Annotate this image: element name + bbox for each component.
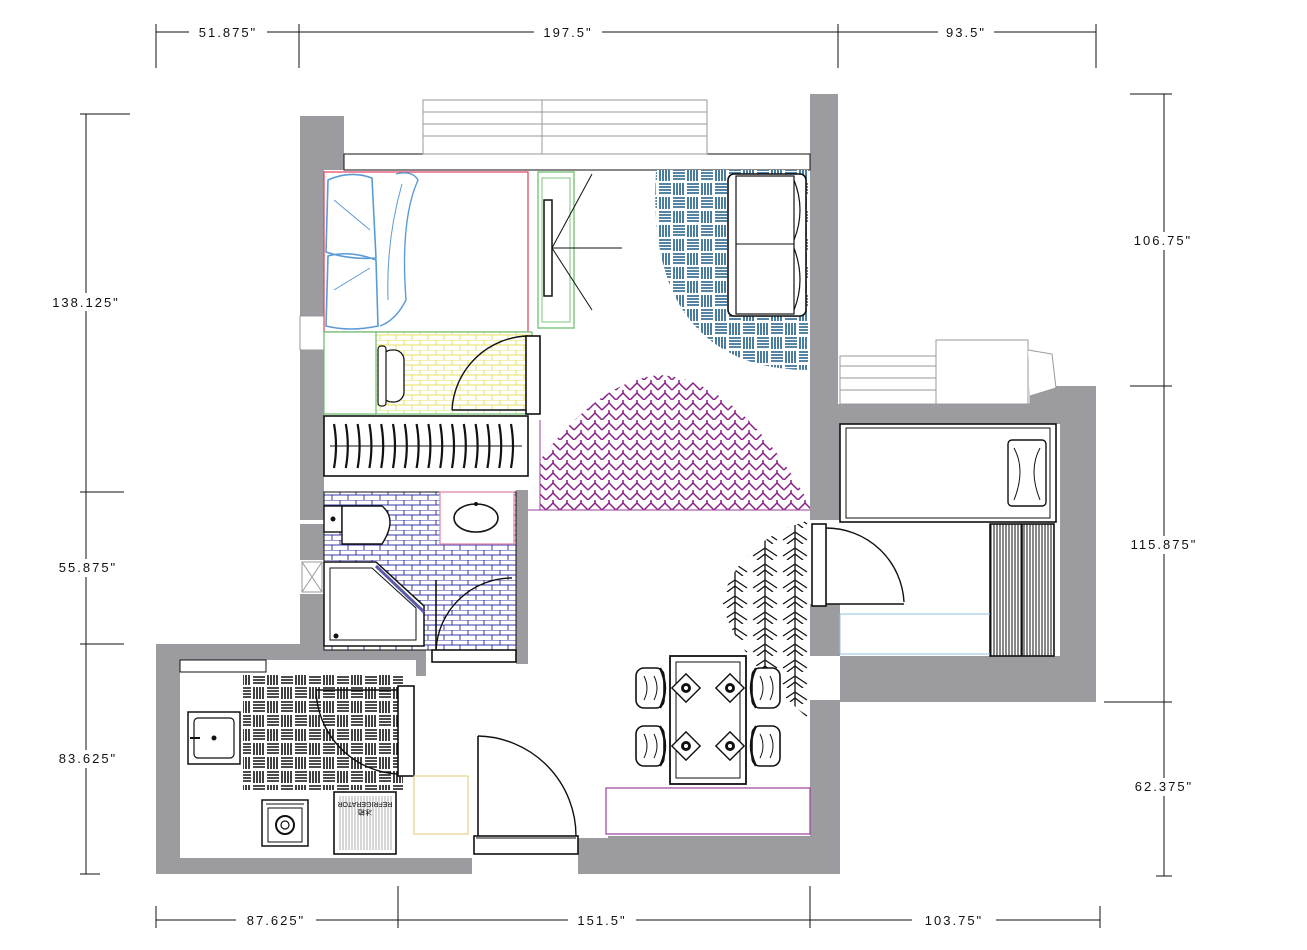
hanger xyxy=(439,423,444,469)
bathroom-door[interactable] xyxy=(431,577,517,663)
dimension-bottom: 87.625" 151.5" 103.75" xyxy=(155,886,1101,928)
hanger xyxy=(368,423,373,469)
toilet xyxy=(323,505,391,545)
hanger xyxy=(450,423,456,469)
dining-chair xyxy=(749,725,781,767)
kitchen-sink xyxy=(187,711,241,765)
refrigerator: REFRIGERATOR 冰箱 xyxy=(333,791,397,855)
dining-chair xyxy=(635,667,667,709)
hanger xyxy=(462,423,467,469)
dining-chair xyxy=(749,667,781,709)
refrigerator-label: REFRIGERATOR xyxy=(338,800,393,807)
hanger xyxy=(486,423,491,469)
wardrobe-second xyxy=(989,523,1055,657)
bed-master xyxy=(323,171,529,333)
dining-chair xyxy=(635,725,667,767)
hanger xyxy=(380,423,385,469)
sideboard xyxy=(605,787,811,835)
dim-right-1: 106.75" xyxy=(1134,233,1192,248)
entry-mat xyxy=(413,775,469,835)
hanger xyxy=(344,423,349,469)
dimension-left: 138.125" 55.875" 83.625" xyxy=(40,113,132,875)
placemat xyxy=(714,672,746,704)
tv-unit xyxy=(537,171,622,329)
hanger xyxy=(474,423,479,469)
dim-bottom-3: 103.75" xyxy=(925,913,983,928)
bedroom-door[interactable] xyxy=(451,335,541,415)
dim-top-1: 51.875" xyxy=(199,25,257,40)
hanger xyxy=(427,423,432,469)
dining-chairs xyxy=(635,667,781,767)
hanger xyxy=(415,423,420,469)
hanger xyxy=(509,423,515,469)
bedroom2-divider xyxy=(839,613,990,655)
hanger xyxy=(403,423,408,469)
dim-top-2: 197.5" xyxy=(543,25,592,40)
dim-left-1: 138.125" xyxy=(52,295,120,310)
balcony-top xyxy=(343,99,811,171)
kitchen-door[interactable] xyxy=(315,685,415,777)
dining-table xyxy=(669,655,747,785)
dim-bottom-2: 151.5" xyxy=(577,913,626,928)
rug-purple xyxy=(528,375,810,511)
placemat xyxy=(714,730,746,762)
study-desk-area xyxy=(323,331,533,415)
walls xyxy=(156,94,1096,874)
dim-right-3: 62.375" xyxy=(1135,779,1193,794)
stove xyxy=(261,799,309,847)
bed-second xyxy=(839,423,1057,523)
entrance-door[interactable] xyxy=(473,735,579,855)
hanger xyxy=(498,423,503,469)
sofa xyxy=(727,173,807,317)
dim-left-2: 55.875" xyxy=(59,560,117,575)
refrigerator-label-cjk: 冰箱 xyxy=(358,808,372,817)
dimension-right: 106.75" 115.875" 62.375" xyxy=(1104,93,1212,877)
hanger xyxy=(356,423,361,469)
shower-tray xyxy=(323,561,426,647)
wardrobe xyxy=(323,415,529,477)
placemat xyxy=(670,730,702,762)
dim-bottom-1: 87.625" xyxy=(247,913,305,928)
hanger xyxy=(391,423,397,469)
balcony-right xyxy=(839,339,1057,405)
dim-right-2: 115.875" xyxy=(1131,537,1198,552)
hanger xyxy=(332,423,338,469)
dim-top-3: 93.5" xyxy=(946,25,986,40)
placemat xyxy=(670,672,702,704)
dim-left-3: 83.625" xyxy=(59,751,117,766)
dimension-top: 51.875" 197.5" 93.5" xyxy=(155,24,1097,68)
bedroom2-door[interactable] xyxy=(811,523,905,607)
